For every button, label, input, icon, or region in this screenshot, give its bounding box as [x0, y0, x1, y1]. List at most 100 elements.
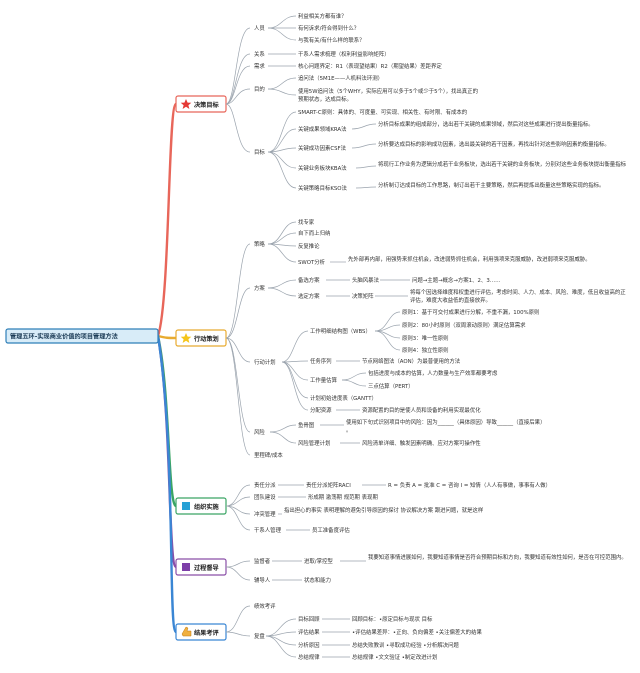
main-node-implement[interactable]: 组织实施 — [175, 497, 227, 515]
leaf-node[interactable]: 干系人需求梳理（权利利益影响矩阵） — [298, 50, 390, 58]
leaf-node[interactable]: 选定方案 — [298, 292, 320, 300]
level2-node[interactable]: 人员 — [254, 25, 265, 32]
branch-line-evaluate — [156, 334, 178, 634]
note-text: 问题→主题→概念→方案1、2、3…… — [412, 276, 501, 284]
supervise-branch-texts: 监督者 进取/掌控型 我要知道事情进展如何，我要知道事情是否符合预期目标和方向，… — [254, 553, 627, 584]
main-node-label: 行动策划 — [193, 335, 219, 343]
leaf-node[interactable]: 状态和能力 — [304, 576, 331, 584]
note-text: 分析要达成目标的影响成功因素，选出最关键的若干因素，再找出针对这些影响因素的衡量… — [378, 140, 610, 148]
leaf-node[interactable]: 追问法（5M1E——人机料法环测） — [298, 74, 383, 82]
leaf-node[interactable]: SWOT分析 — [298, 258, 326, 266]
main-node-evaluate[interactable]: 结果考评 — [175, 623, 227, 641]
main-node-supervise[interactable]: 过程督导 — [175, 558, 227, 576]
leaf-node[interactable]: 备选方案 — [298, 276, 320, 284]
level2-node[interactable]: 风险 — [254, 428, 265, 436]
leaf-node[interactable]: 原则3：唯一性原则 — [402, 334, 449, 342]
star-icon — [180, 99, 192, 109]
leaf-node[interactable]: 关键成果领域KRA法 — [298, 125, 347, 133]
level2-node[interactable]: 辅导人 — [254, 576, 271, 584]
square-icon — [182, 502, 190, 510]
leaf-node-wrap[interactable]: 使用5W追问法（5个WHY，实际应用可以多于5个或少于5个），找出真正的预期状态… — [298, 87, 478, 103]
note-text: •评估结果差异：•正向、负向偏差 •关注偏差大的结果 — [352, 628, 482, 636]
leaf-node[interactable]: 自下而上归纳 — [298, 229, 330, 237]
level2-node[interactable]: 目的 — [254, 85, 265, 93]
leaf-node[interactable]: 形成期 激荡期 规范期 表现期 — [308, 493, 378, 501]
leaf-node[interactable]: 任务序列 — [310, 357, 332, 365]
leaf-node[interactable]: 原则4：独立性原则 — [402, 346, 449, 354]
main-node-decision[interactable]: 决策目标 — [175, 95, 227, 113]
star-icon — [180, 333, 192, 343]
branch-line-action — [156, 334, 178, 340]
decision-branch-texts: 人员 利益相关方都有谁？ 有何诉求/符合得到什么？ 与我有关/有什么样的联系？ … — [254, 12, 627, 192]
note-text: 分析制订达成目标的工作思路，制订出若干主要策略，然后再提炼出衡量这些策略实现的指… — [378, 181, 604, 189]
note-text: 节点网络图法（AON）为最普便用的方法 — [362, 357, 461, 365]
main-node-label: 结果考评 — [194, 629, 220, 637]
leaf-node[interactable]: 鱼骨图 — [298, 421, 314, 429]
leaf-node[interactable]: 利益相关方都有谁？ — [298, 12, 347, 20]
level2-node[interactable]: 干系人管理 — [254, 526, 282, 534]
level2-node[interactable]: 复盘 — [254, 632, 265, 640]
root-node[interactable]: 管理五环-实现商业价值的项目管理方法 — [5, 328, 159, 344]
level2-node[interactable]: 团队建设 — [254, 493, 276, 501]
main-node-label: 过程督导 — [194, 564, 219, 572]
level2-node[interactable]: 需求 — [254, 62, 265, 70]
square-icon — [182, 563, 190, 571]
leaf-node[interactable]: 计划初始进度表（GANTT） — [310, 394, 377, 402]
leaf-node[interactable]: 员工准备度评估 — [312, 526, 350, 534]
note-text: 我要知道事情进展如何，我要知道事情是否符合预期目标和方向，我要知道有效性如何，是… — [368, 553, 627, 561]
root-title: 管理五环-实现商业价值的项目管理方法 — [10, 333, 118, 341]
leaf-node[interactable]: 分析原因 — [298, 641, 320, 649]
leaf-node[interactable]: 工作量估算 — [310, 376, 338, 384]
level2-node[interactable]: 冲突管理 — [254, 510, 276, 518]
main-branch-lines — [156, 102, 178, 634]
main-node-label: 决策目标 — [194, 101, 220, 109]
level2-node[interactable]: 行动计划 — [254, 358, 276, 366]
leaf-node[interactable]: 有何诉求/符合得到什么？ — [298, 24, 359, 32]
leaf-node[interactable]: 原则1：基于可交付成果进行分解，不重不漏，100%原则 — [402, 308, 539, 316]
note-text: 风险清单详细、触发因素明确、应对方案可操作性 — [362, 439, 481, 447]
hand-icon — [181, 626, 192, 637]
note-text: 分析目标成果的组成部分，选出若干关键的成果领域，然后对这些成果进行提出衡量指标。 — [378, 120, 594, 128]
leaf-node[interactable]: 进取/掌控型 — [304, 557, 333, 565]
leaf-node[interactable]: 目标回顾 — [298, 615, 320, 623]
leaf-node[interactable]: 包括进度与成本的估算，人力数量与生产效率都要考虑 — [368, 369, 498, 377]
leaf-node[interactable]: 关键策略目标KSO法 — [298, 184, 348, 192]
leaf-node[interactable]: 原则2：80小时原则（双周滚动原则）满足估算需求 — [402, 321, 526, 329]
leaf-node[interactable]: 工作明细结构图（WBS） — [310, 327, 371, 335]
main-node-action[interactable]: 行动策划 — [175, 329, 227, 347]
evaluate-branch-texts: 绩效考评 复盘 目标回顾 回顾目标：•原定目标与现状 目标 评估结果 •评估结果… — [254, 602, 482, 661]
implement-branch-texts: 责任分派 责任分派矩阵RACI R = 负责 A = 批准 C = 咨询 I =… — [254, 481, 551, 534]
note-text: 将现行工作业务为逻辑分成若干业务板块，选出若干关键的业务板块，分别对这些业务板块… — [378, 160, 627, 168]
leaf-node[interactable]: 总结规律 — [298, 653, 320, 661]
leaf-node[interactable]: 评估结果 — [298, 628, 320, 636]
leaf-node[interactable]: 核心问题界定：R1（表现望结果）R2（期望结果）差距界定 — [298, 62, 442, 70]
level2-node[interactable]: 责任分派 — [254, 481, 276, 489]
level2-node[interactable]: 绩效考评 — [254, 602, 276, 610]
main-node-label: 组织实施 — [194, 503, 220, 511]
level2-node[interactable]: 目标 — [254, 148, 265, 156]
level2-node[interactable]: 方案 — [254, 284, 265, 292]
leaf-node[interactable]: SMART-C原则：具体的、可度量、可实现、相关性、有时限、有成本的 — [298, 108, 467, 116]
leaf-node[interactable]: 分配资源 — [310, 406, 332, 414]
note-text: R = 负责 A = 批准 C = 咨询 I = 知情（人人有事做，事事有人做） — [388, 481, 551, 489]
leaf-node[interactable]: 关键成功因素CSF法 — [298, 144, 347, 152]
level2-node[interactable]: 监督者 — [254, 557, 271, 565]
note-text: 先外部再内部，用强势来抓住机会，改进弱势抓住机会，利用强项来克服威胁，改进弱项来… — [348, 255, 591, 263]
branch-line-decision — [156, 102, 178, 338]
level2-node[interactable]: 里程碑/成本 — [254, 451, 283, 459]
leaf-node-wrap[interactable]: 指出担心的事实 表明理解的避免引导原因的探讨 协议解决方案 跟进问题，就是这样 — [284, 506, 484, 514]
leaf-node[interactable]: 头脑风暴法 — [352, 276, 380, 284]
leaf-node[interactable]: 三点估算（PERT） — [368, 382, 414, 390]
level2-node[interactable]: 关系 — [254, 50, 265, 58]
leaf-node[interactable]: 决策矩阵 — [352, 292, 374, 300]
leaf-node[interactable]: 反复推论 — [298, 242, 320, 250]
leaf-node[interactable]: 关键业务板块KBA法 — [298, 164, 347, 172]
note-text: 回顾目标：•原定目标与现状 目标 — [352, 615, 433, 623]
level2-node[interactable]: 策略 — [254, 240, 265, 248]
leaf-node[interactable]: 风险管理计划 — [298, 439, 330, 447]
leaf-node[interactable]: 责任分派矩阵RACI — [306, 481, 351, 489]
leaf-node[interactable]: 与我有关/有什么样的联系？ — [298, 36, 365, 44]
note-text: 总结失败教训 •寻取成功经验 •分析解决问题 — [352, 641, 459, 649]
leaf-node[interactable]: 找专家 — [298, 218, 315, 226]
